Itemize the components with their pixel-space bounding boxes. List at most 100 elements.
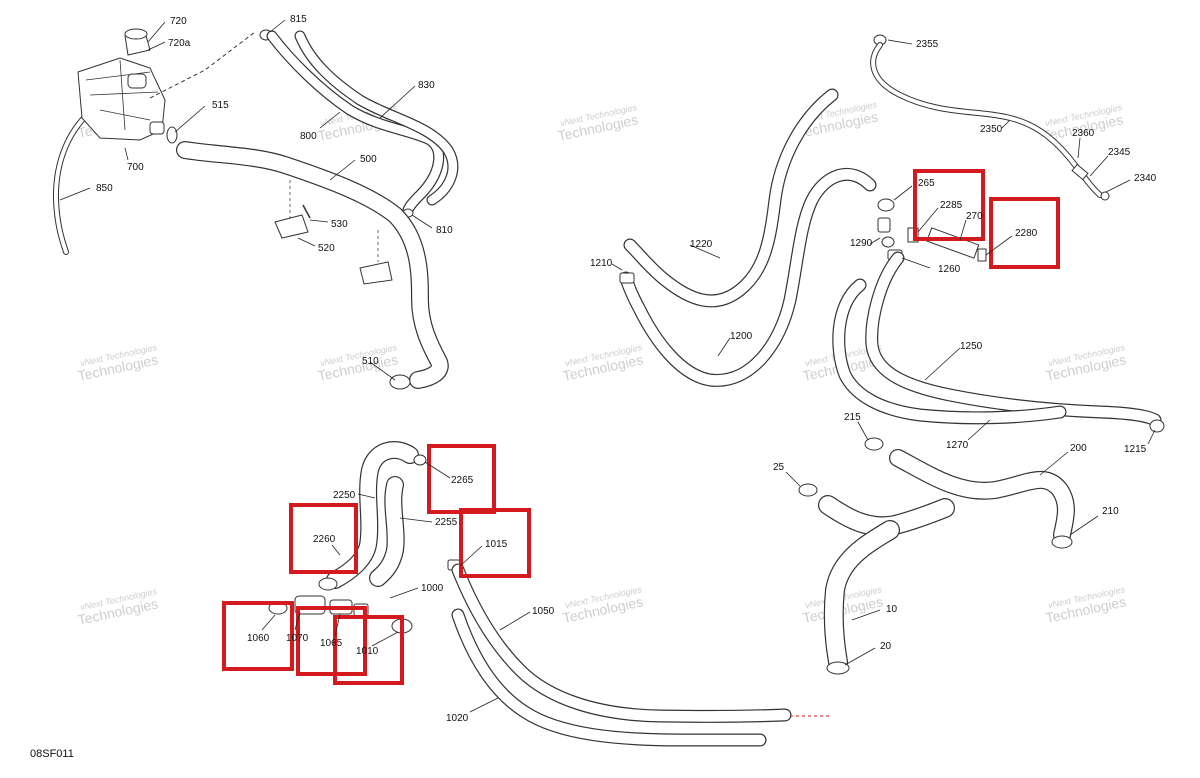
part-label-2360: 2360 xyxy=(1072,128,1095,139)
leader-line xyxy=(689,244,721,259)
leader-line xyxy=(399,517,433,523)
fitting-ring xyxy=(166,126,178,144)
part-label-1220: 1220 xyxy=(690,239,713,250)
dashed-leader xyxy=(149,31,256,99)
leader-line xyxy=(411,214,433,229)
leader-line xyxy=(469,697,499,713)
part-label-1250: 1250 xyxy=(960,341,983,352)
mounting-bracket xyxy=(274,214,309,239)
leader-line xyxy=(1001,119,1011,129)
leader-line xyxy=(297,237,316,247)
part-label-815: 815 xyxy=(290,14,307,25)
highlight-boxes xyxy=(222,169,1060,685)
hose-clamp xyxy=(318,577,338,591)
leader-line xyxy=(59,187,91,201)
leader-line xyxy=(887,39,913,45)
part-label-1260: 1260 xyxy=(938,264,961,275)
part-label-200: 200 xyxy=(1070,443,1087,454)
part-label-10: 10 xyxy=(886,604,898,615)
part-label-265: 265 xyxy=(918,178,935,189)
reservoir-detail xyxy=(85,59,159,131)
part-label-850: 850 xyxy=(96,183,113,194)
leader-line xyxy=(985,235,1013,256)
part-label-2250: 2250 xyxy=(333,490,356,501)
part-label-2255: 2255 xyxy=(435,517,458,528)
part-label-510: 510 xyxy=(362,356,379,367)
hose-clamp xyxy=(877,198,895,212)
leader-line xyxy=(174,105,206,133)
return-hose-inner xyxy=(833,279,1066,424)
mounting-bracket xyxy=(359,261,393,285)
part-label-520: 520 xyxy=(318,243,335,254)
leader-line xyxy=(424,461,451,479)
part-label-830: 830 xyxy=(418,80,435,91)
part-label-1290: 1290 xyxy=(850,238,873,249)
leader-line xyxy=(1069,515,1099,536)
hose-clamp xyxy=(798,483,818,497)
part-label-1200: 1200 xyxy=(730,331,753,342)
top-right-assembly xyxy=(619,34,1165,675)
highlight-box-2260 xyxy=(289,503,358,574)
leader-line xyxy=(717,337,731,357)
part-label-1000: 1000 xyxy=(421,583,444,594)
leader-line xyxy=(1147,429,1156,445)
hose-clamp xyxy=(881,236,895,248)
part-label-515: 515 xyxy=(212,100,229,111)
highlight-box-2280 xyxy=(989,197,1060,269)
main-coolant-hose-inner xyxy=(177,142,448,388)
mounting-bolt xyxy=(302,204,311,219)
reservoir-assembly xyxy=(52,28,459,390)
leader-line xyxy=(357,493,376,499)
leader-line xyxy=(269,19,286,33)
part-label-1060: 1060 xyxy=(247,633,270,644)
overflow-hose-inner xyxy=(53,110,92,254)
leader-line xyxy=(499,611,531,631)
reservoir-neck xyxy=(127,73,147,89)
tee-fitting xyxy=(877,217,891,233)
part-label-1210: 1210 xyxy=(590,258,613,269)
hose-clamp xyxy=(826,661,850,675)
leader-line xyxy=(917,207,939,233)
water-pump-hose-inner xyxy=(890,450,1074,543)
part-label-2350: 2350 xyxy=(980,124,1003,135)
hose-connector xyxy=(619,272,635,284)
leader-line xyxy=(1105,179,1131,193)
part-label-530: 530 xyxy=(331,219,348,230)
part-label-700: 700 xyxy=(127,162,144,173)
highlight-box-1010 xyxy=(333,615,404,685)
part-label-500: 500 xyxy=(360,154,377,165)
leader-line xyxy=(261,614,276,631)
hose-clamp xyxy=(864,437,884,451)
hose-clamp xyxy=(413,454,427,466)
part-label-720: 720 xyxy=(170,16,187,27)
leader-line xyxy=(1089,155,1109,177)
watermark: vNext Technologies Technologies xyxy=(1044,584,1127,626)
part-label-270: 270 xyxy=(966,211,983,222)
leader-line xyxy=(459,545,483,567)
vent-hose-2-inner xyxy=(295,31,458,205)
part-label-2340: 2340 xyxy=(1134,173,1157,184)
watermark: vNext Technologies Technologies xyxy=(561,342,644,384)
heater-hose xyxy=(865,251,1162,427)
leader-line xyxy=(893,185,913,201)
leader-line xyxy=(1039,451,1069,476)
part-label-1010: 1010 xyxy=(356,646,379,657)
main-coolant-hose xyxy=(176,141,449,389)
part-label-2285: 2285 xyxy=(940,200,963,211)
watermark: vNext Technologies Technologies xyxy=(1044,342,1127,384)
part-label-800: 800 xyxy=(300,131,317,142)
leader-line xyxy=(901,257,931,269)
leader-line xyxy=(959,219,967,241)
part-label-2280: 2280 xyxy=(1015,228,1038,239)
leader-line xyxy=(124,147,129,161)
bleed-fitting xyxy=(1071,163,1089,181)
leader-line xyxy=(331,544,341,556)
watermark: vNext Technologies Technologies xyxy=(556,102,639,144)
highlight-box-1015 xyxy=(459,508,531,578)
radiator-hose-lower-inner xyxy=(620,169,876,386)
leader-line xyxy=(851,609,881,621)
watermark: vNext Technologies Technologies xyxy=(76,342,159,384)
part-label-1015: 1015 xyxy=(485,539,508,550)
diagram-reference-code: 08SF011 xyxy=(30,748,74,760)
